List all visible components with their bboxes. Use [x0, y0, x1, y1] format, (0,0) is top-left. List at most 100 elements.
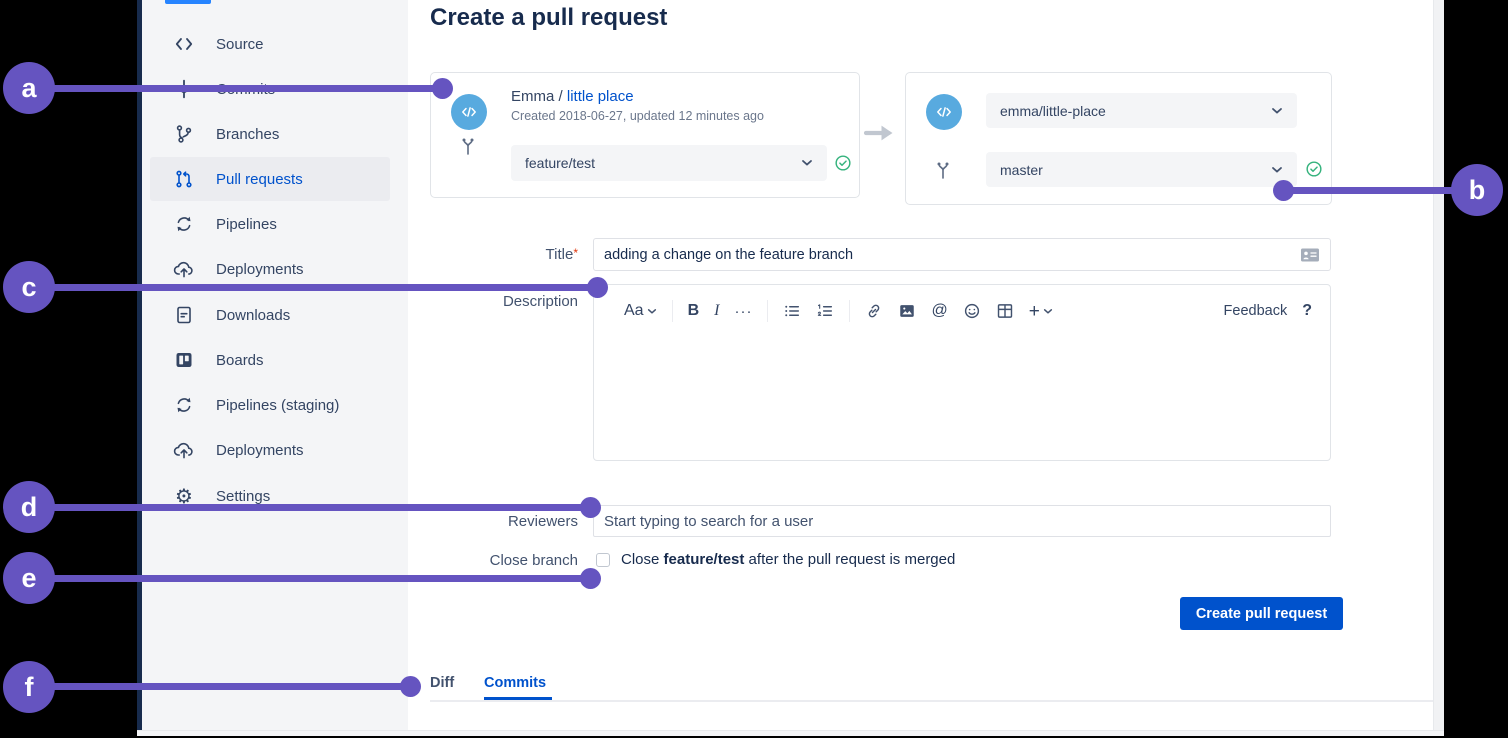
reviewers-input[interactable] — [593, 505, 1331, 537]
sidebar-item-label: Boards — [216, 351, 264, 369]
document-icon — [173, 304, 195, 326]
sidebar-item-settings[interactable]: ⚙ Settings — [150, 474, 390, 518]
numbered-list-icon — [818, 304, 833, 316]
cloud-upload-icon — [173, 439, 195, 461]
destination-repo-select[interactable]: emma/little-place — [986, 93, 1297, 128]
sidebar-item-label: Pipelines — [216, 215, 277, 233]
check-circle-icon — [834, 154, 852, 172]
contact-card-icon[interactable] — [1300, 247, 1320, 263]
annotation-line-b — [1283, 187, 1459, 194]
annotation-line-d — [44, 504, 590, 511]
feedback-link[interactable]: Feedback — [1223, 303, 1288, 319]
image-button[interactable] — [898, 302, 916, 320]
branches-icon — [173, 123, 195, 145]
sidebar-item-downloads[interactable]: Downloads — [150, 293, 390, 337]
sidebar-item-pull-requests[interactable]: Pull requests — [150, 157, 390, 201]
bullet-list-icon — [785, 305, 800, 317]
annotation-dot-d — [580, 497, 601, 518]
create-pull-request-button[interactable]: Create pull request — [1180, 597, 1343, 630]
mention-button[interactable]: @ — [931, 302, 948, 319]
pipelines-icon — [173, 394, 195, 416]
numbered-list-button[interactable] — [816, 302, 834, 320]
description-editor[interactable]: Aa B I ··· @ — [593, 284, 1331, 461]
source-branch-select[interactable]: feature/test — [511, 145, 827, 181]
bitbucket-window: Source Commits Branches Pull requests Pi — [137, 0, 1444, 736]
reviewers-label: Reviewers — [507, 513, 578, 530]
tabs-divider — [430, 700, 1433, 702]
sidebar-item-branches[interactable]: Branches — [150, 112, 390, 156]
bullet-list-button[interactable] — [783, 302, 801, 320]
annotation-marker-e: e — [3, 552, 55, 604]
destination-repo-card: emma/little-place master — [905, 72, 1332, 205]
annotation-dot-c — [587, 277, 608, 298]
sidebar-item-label: Deployments — [216, 441, 304, 459]
description-label: Description — [502, 293, 578, 310]
pipelines-icon — [173, 213, 195, 235]
annotation-dot-e — [580, 568, 601, 589]
sidebar-item-label: Source — [216, 35, 264, 53]
chevron-down-icon — [1271, 166, 1283, 174]
sidebar-top-accent — [165, 0, 211, 4]
insert-button[interactable]: + — [1029, 302, 1053, 321]
sidebar-item-deployments[interactable]: Deployments — [150, 247, 390, 291]
sidebar-item-pipelines-staging[interactable]: Pipelines (staging) — [150, 383, 390, 427]
toolbar-divider — [671, 300, 673, 322]
repo-breadcrumb: Emma / little place — [511, 88, 634, 105]
tab-diff[interactable]: Diff — [430, 675, 455, 691]
branch-icon — [458, 136, 478, 156]
check-circle-icon — [1305, 160, 1323, 178]
gear-icon: ⚙ — [175, 484, 193, 508]
tab-commits[interactable]: Commits — [484, 675, 547, 691]
branch-icon — [933, 160, 953, 180]
annotation-line-f — [44, 683, 410, 690]
repo-name-link[interactable]: little place — [566, 88, 634, 105]
annotation-marker-d: d — [3, 481, 55, 533]
global-nav-strip — [137, 0, 142, 736]
pull-request-icon — [173, 168, 195, 190]
sidebar-item-label: Branches — [216, 125, 280, 143]
emoji-button[interactable] — [963, 302, 981, 320]
sidebar-item-boards[interactable]: Boards — [150, 338, 390, 382]
annotation-line-c — [44, 284, 597, 291]
text-style-button[interactable]: Aa — [624, 302, 657, 320]
repo-avatar — [926, 94, 962, 130]
italic-button[interactable]: I — [714, 302, 720, 319]
code-avatar-icon — [462, 107, 476, 117]
scrollbar-track[interactable] — [1433, 0, 1444, 736]
boards-icon — [173, 349, 195, 371]
sidebar-item-label: Pipelines (staging) — [216, 396, 340, 414]
bold-button[interactable]: B — [687, 302, 700, 319]
source-repo-card: Emma / little place Created 2018-06-27, … — [430, 72, 860, 198]
title-input[interactable] — [593, 238, 1331, 271]
arrow-right-icon — [863, 122, 896, 144]
sidebar-item-label: Pull requests — [216, 170, 303, 188]
link-icon — [869, 304, 880, 318]
help-icon[interactable]: ? — [1302, 302, 1312, 319]
source-branch-value: feature/test — [525, 155, 596, 171]
sidebar-item-pipelines[interactable]: Pipelines — [150, 202, 390, 246]
sidebar-item-deployments-2[interactable]: Deployments — [150, 428, 390, 472]
emoji-icon — [964, 303, 979, 319]
annotation-marker-a: a — [3, 62, 55, 114]
sidebar-item-label: Settings — [216, 487, 271, 505]
link-button[interactable] — [865, 302, 883, 320]
chevron-down-icon — [1043, 308, 1053, 315]
toolbar-divider — [849, 300, 851, 322]
image-icon — [900, 305, 915, 317]
annotation-dot-a — [432, 78, 453, 99]
destination-branch-value: master — [1000, 161, 1043, 178]
close-branch-name: feature/test — [663, 551, 745, 568]
more-formatting-button[interactable]: ··· — [734, 302, 753, 320]
destination-branch-select[interactable]: master — [986, 152, 1297, 187]
chevron-down-icon — [801, 159, 813, 167]
repo-sidebar: Source Commits Branches Pull requests Pi — [142, 0, 408, 736]
close-branch-checkbox[interactable] — [596, 553, 610, 567]
repo-meta: Created 2018-06-27, updated 12 minutes a… — [511, 109, 764, 123]
active-tab-underline — [484, 697, 552, 700]
bottom-edge-strip — [137, 730, 1444, 736]
toolbar-divider — [767, 300, 769, 322]
table-button[interactable] — [996, 302, 1014, 320]
annotation-dot-f — [400, 676, 421, 697]
cloud-upload-icon — [173, 258, 195, 280]
sidebar-item-source[interactable]: Source — [150, 22, 390, 66]
